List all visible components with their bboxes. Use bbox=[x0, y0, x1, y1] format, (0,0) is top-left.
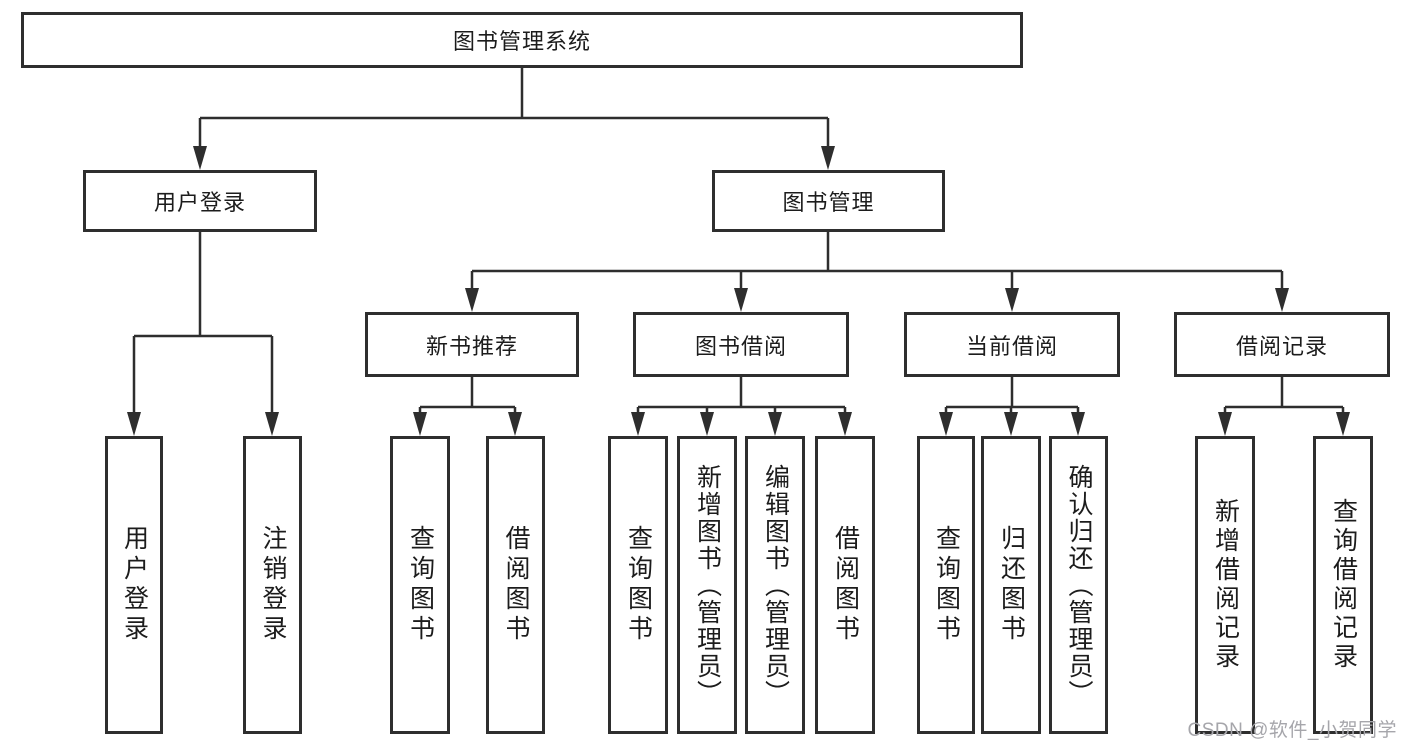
node-root: 图书管理系统 bbox=[21, 12, 1023, 68]
leaf-user-login-label: 用户登录 bbox=[120, 525, 149, 645]
connector-bookmgmt-level3 bbox=[470, 232, 1284, 290]
leaf-borrow-edit-label: 编辑图书（管理员） bbox=[761, 463, 790, 707]
leaf-current-return: 归还图书 bbox=[981, 436, 1041, 734]
arrow-icon bbox=[1005, 288, 1019, 312]
node-book-mgmt-label: 图书管理 bbox=[782, 190, 875, 215]
leaf-current-return-label: 归还图书 bbox=[997, 525, 1026, 645]
arrow-icon bbox=[734, 288, 748, 312]
arrow-icon bbox=[838, 412, 852, 436]
arrow-icon bbox=[465, 288, 479, 312]
node-new-books-label: 新书推荐 bbox=[425, 333, 518, 359]
arrow-icon bbox=[413, 412, 427, 436]
connector-records-leaves bbox=[1223, 377, 1345, 414]
leaf-newbooks-borrow-label: 借阅图书 bbox=[502, 525, 530, 645]
arrow-icon bbox=[821, 146, 835, 170]
node-book-mgmt: 图书管理 bbox=[712, 170, 945, 232]
leaf-current-confirm-label: 确认归还（管理员） bbox=[1065, 463, 1093, 707]
leaf-current-query-label: 查询图书 bbox=[932, 525, 961, 645]
csdn-watermark: CSDN @软件_小贺同学 bbox=[1187, 720, 1397, 741]
arrow-icon bbox=[700, 412, 714, 436]
connector-root-level2 bbox=[198, 68, 830, 148]
leaf-records-add-label: 新增借阅记录 bbox=[1211, 498, 1240, 672]
leaf-logout-label: 注销登录 bbox=[259, 525, 287, 645]
arrow-icon bbox=[508, 412, 522, 436]
node-borrow-records-label: 借阅记录 bbox=[1235, 333, 1328, 359]
leaf-borrow-add-label: 新增图书（管理员） bbox=[693, 463, 722, 707]
leaf-borrow-add: 新增图书（管理员） bbox=[677, 436, 737, 734]
arrow-icon bbox=[1275, 288, 1289, 312]
arrow-icon bbox=[1004, 412, 1018, 436]
leaf-borrow-borrow: 借阅图书 bbox=[815, 436, 875, 734]
leaf-borrow-edit: 编辑图书（管理员） bbox=[745, 436, 805, 734]
leaf-borrow-query: 查询图书 bbox=[608, 436, 668, 734]
arrow-icon bbox=[768, 412, 782, 436]
node-user-login-label: 用户登录 bbox=[153, 190, 246, 215]
arrow-icon bbox=[1071, 412, 1085, 436]
connector-currentborrow-leaves bbox=[944, 377, 1080, 414]
node-root-label: 图书管理系统 bbox=[452, 29, 591, 54]
arrow-icon bbox=[193, 146, 207, 170]
node-current-borrow: 当前借阅 bbox=[904, 312, 1120, 377]
leaf-records-query: 查询借阅记录 bbox=[1313, 436, 1373, 734]
node-book-borrow-label: 图书借阅 bbox=[694, 333, 787, 359]
leaf-records-add: 新增借阅记录 bbox=[1195, 436, 1255, 734]
node-borrow-records: 借阅记录 bbox=[1174, 312, 1390, 377]
connector-newbooks-leaves bbox=[418, 377, 517, 414]
leaf-newbooks-query-label: 查询图书 bbox=[406, 525, 435, 645]
leaf-newbooks-borrow: 借阅图书 bbox=[486, 436, 545, 734]
arrow-icon bbox=[127, 412, 141, 436]
node-user-login: 用户登录 bbox=[83, 170, 317, 232]
leaf-user-login: 用户登录 bbox=[105, 436, 163, 734]
arrow-icon bbox=[939, 412, 953, 436]
leaf-current-query: 查询图书 bbox=[917, 436, 975, 734]
leaf-logout: 注销登录 bbox=[243, 436, 302, 734]
node-new-books: 新书推荐 bbox=[365, 312, 579, 377]
connector-bookborrow-leaves bbox=[636, 377, 847, 414]
arrowheads bbox=[127, 146, 1350, 436]
node-book-borrow: 图书借阅 bbox=[633, 312, 849, 377]
leaf-newbooks-query: 查询图书 bbox=[390, 436, 450, 734]
node-current-borrow-label: 当前借阅 bbox=[965, 333, 1058, 359]
connector-userlogin-leaves bbox=[132, 232, 274, 414]
arrow-icon bbox=[631, 412, 645, 436]
arrow-icon bbox=[265, 412, 279, 436]
leaf-borrow-query-label: 查询图书 bbox=[624, 525, 653, 645]
arrow-icon bbox=[1218, 412, 1232, 436]
leaf-borrow-borrow-label: 借阅图书 bbox=[831, 525, 860, 645]
leaf-records-query-label: 查询借阅记录 bbox=[1329, 498, 1358, 672]
arrow-icon bbox=[1336, 412, 1350, 436]
leaf-current-confirm: 确认归还（管理员） bbox=[1049, 436, 1108, 734]
